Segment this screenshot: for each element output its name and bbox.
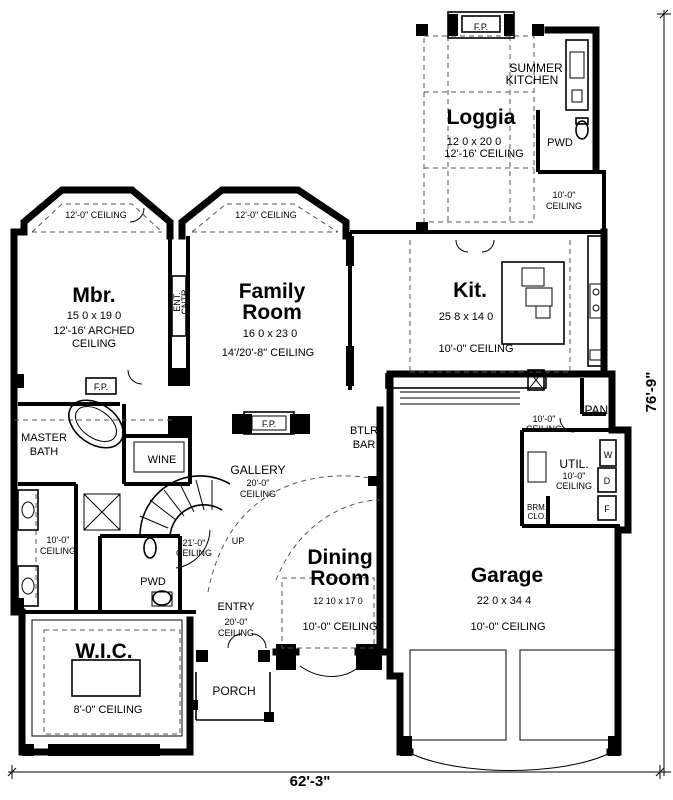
gallery-ceiling-1: 20'-0"	[247, 478, 270, 488]
summer-kitchen-label-2: KITCHEN	[506, 73, 559, 87]
broom-closet-label-2: CLO.	[528, 512, 547, 521]
dining-name-2: Room	[310, 567, 370, 590]
mbr-ceiling-1: 12'-16' ARCHED	[53, 325, 134, 337]
kitchen-ceiling: 10'-0" CEILING	[438, 343, 513, 355]
pantry-ceiling-2: CEILING	[526, 424, 562, 434]
loggia-size: 12 0 x 20 0	[447, 136, 501, 148]
util-name: UTIL.	[559, 457, 588, 471]
wic-name: W.I.C.	[75, 640, 132, 663]
pwd-lower-label: PWD	[140, 576, 166, 588]
upper-ceiling-label-1: 10'-0"	[553, 190, 576, 200]
mbr-fireplace-label: F.P.	[94, 382, 108, 392]
kitchen-size: 25 8 x 14 0	[439, 311, 493, 323]
gallery-name: GALLERY	[230, 463, 285, 477]
dining-name-1: Dining	[307, 546, 372, 569]
entry-ceiling-2: CEILING	[218, 628, 254, 638]
width-dimension: 62'-3"	[290, 773, 331, 790]
entry-name: ENTRY	[217, 601, 255, 613]
family-fireplace-label: F.P.	[262, 419, 276, 429]
pantry-label: PAN.	[584, 403, 611, 417]
freezer-label: F	[604, 504, 610, 514]
loggia-name: Loggia	[447, 106, 516, 129]
walls	[10, 24, 632, 756]
ceiling-lines	[14, 35, 617, 741]
entry-ceiling-1: 20'-0"	[225, 617, 248, 627]
mbr-bay-ceiling: 12'-0" CEILING	[65, 210, 126, 220]
util-ceiling-1: 10'-0"	[563, 471, 586, 481]
util-ceiling-2: CEILING	[556, 481, 592, 491]
master-bath-label-1: MASTER	[21, 432, 67, 444]
ent-cntr-label-1: ENT.	[172, 292, 182, 312]
garage-ceiling: 10'-0" CEILING	[470, 621, 545, 633]
butler-bar-label-2: BAR	[353, 439, 376, 451]
family-ceiling: 14'/20'-8" CEILING	[222, 347, 314, 359]
kitchen-name: Kit.	[453, 279, 487, 302]
dining-ceiling: 10'-0" CEILING	[302, 621, 377, 633]
room-labels: 62'-3" 76'-9" F.P. SUMMER KITCHEN Loggia…	[21, 22, 660, 790]
stair-ceiling-2: CEILING	[176, 548, 212, 558]
butler-bar-label-1: BTLR	[350, 425, 378, 437]
mbr-ceiling-2: CEILING	[72, 338, 116, 350]
gallery-ceiling-2: CEILING	[240, 489, 276, 499]
bath-ceiling-1: 10'-0"	[47, 535, 70, 545]
ent-cntr-label-2: CNTR	[180, 289, 190, 314]
depth-dimension: 76'-9"	[643, 372, 660, 413]
dimension-lines	[7, 9, 671, 779]
mbr-size: 15 0 x 19 0	[67, 310, 121, 322]
washer-label: W	[604, 450, 613, 460]
broom-closet-label-1: BRM.	[527, 503, 547, 512]
stair-up-label: UP	[232, 536, 245, 546]
dining-size: 12 10 x 17 0	[313, 596, 363, 606]
loggia-fireplace-label: F.P.	[474, 22, 488, 32]
wine-label: WINE	[148, 454, 177, 466]
pantry-ceiling-1: 10'-0"	[533, 414, 556, 424]
porch-label: PORCH	[212, 684, 255, 698]
pwd-upper-label: PWD	[547, 137, 573, 149]
mbr-name: Mbr.	[72, 284, 115, 307]
garage-size: 22 0 x 34 4	[477, 595, 531, 607]
summer-kitchen-label-1: SUMMER	[509, 61, 563, 75]
family-name-1: Family	[239, 280, 306, 303]
bath-ceiling-2: CEILING	[40, 546, 76, 556]
upper-ceiling-label-2: CEILING	[546, 201, 582, 211]
family-name-2: Room	[242, 301, 302, 324]
garage-name: Garage	[471, 564, 543, 587]
stair-ceiling-1: 21'-0"	[183, 538, 206, 548]
family-size: 16 0 x 23 0	[243, 328, 297, 340]
family-bay-ceiling: 12'-0" CEILING	[235, 210, 296, 220]
fixtures	[17, 11, 617, 771]
loggia-ceiling: 12'-16' CEILING	[444, 148, 523, 160]
wic-ceiling: 8'-0" CEILING	[74, 704, 143, 716]
dryer-label: D	[604, 476, 611, 486]
master-bath-label-2: BATH	[30, 446, 59, 458]
